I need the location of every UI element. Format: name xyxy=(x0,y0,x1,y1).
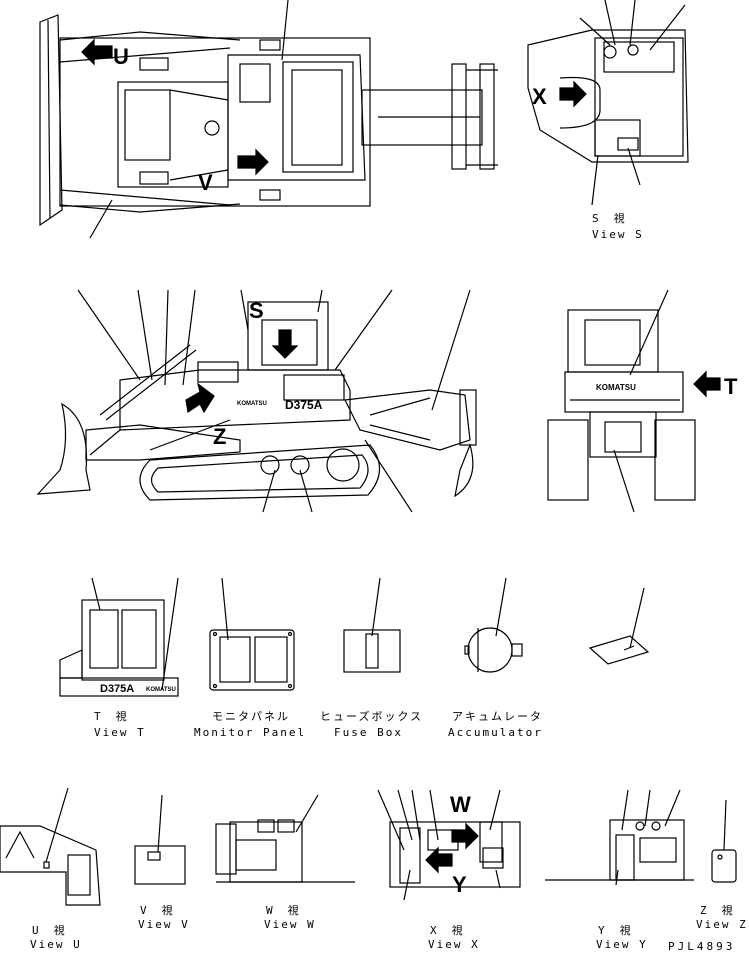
view-y-drawing xyxy=(545,819,694,881)
decal-brand-rear: KOMATSU xyxy=(596,383,636,392)
arrow-u xyxy=(81,38,113,66)
view-z-drawing xyxy=(711,849,737,883)
letter-x: X xyxy=(532,84,547,109)
side-view-drawing xyxy=(36,301,477,501)
caption-view-s-jp: S 視 xyxy=(592,212,627,225)
letter-s: S xyxy=(249,298,264,323)
caption-view-x-en: View X xyxy=(428,938,480,951)
letter-w: W xyxy=(450,792,471,817)
caption-view-u-jp: U 視 xyxy=(32,924,67,937)
decal-brand-side: KOMATSU xyxy=(237,401,267,407)
caption-view-s-en: View S xyxy=(592,228,644,241)
view-x-drawing xyxy=(389,821,521,888)
drawing-code: PJL4893 xyxy=(668,940,736,953)
caption-view-z-jp: Z 視 xyxy=(700,904,735,917)
caption-view-y-jp: Y 視 xyxy=(598,924,633,937)
accumulator-drawing xyxy=(464,627,523,673)
caption-fuse-en: Fuse Box xyxy=(334,726,403,739)
arrow-t xyxy=(693,370,721,398)
caption-view-w-jp: W 視 xyxy=(266,904,301,917)
caption-view-v-en: View V xyxy=(138,918,190,931)
caption-view-z-en: View Z xyxy=(696,918,748,931)
view-t-drawing xyxy=(547,309,696,501)
caption-fuse-jp: ヒューズボックス xyxy=(320,710,424,723)
view-v-drawing xyxy=(134,845,186,885)
arrow-z xyxy=(185,382,215,414)
caption-view-x-jp: X 視 xyxy=(430,924,465,937)
monitor-panel-drawing xyxy=(209,629,295,691)
decal-brand-t: KOMATSU xyxy=(146,687,176,693)
arrow-w xyxy=(451,822,479,850)
arrow-y xyxy=(425,846,453,874)
letter-y: Y xyxy=(452,872,467,897)
caption-view-u-en: View U xyxy=(30,938,82,951)
caption-view-w-en: View W xyxy=(264,918,316,931)
caption-accum-jp: アキュムレータ xyxy=(452,710,543,723)
arrow-s xyxy=(271,329,299,359)
view-s-drawing xyxy=(527,29,689,163)
top-view-drawing xyxy=(39,14,498,227)
fuse-box-drawing xyxy=(343,629,401,673)
arrow-x xyxy=(559,80,587,108)
arrow-v xyxy=(237,148,269,176)
caption-view-t-jp: T 視 xyxy=(94,710,129,723)
plate-drawing xyxy=(588,635,650,665)
decal-model-t: D375A xyxy=(100,683,135,695)
caption-view-y-en: View Y xyxy=(596,938,648,951)
letter-u: U xyxy=(113,44,129,69)
caption-monitor-en: Monitor Panel xyxy=(194,726,307,739)
decal-model-side: D375A xyxy=(285,398,323,412)
caption-view-t-en: View T xyxy=(94,726,146,739)
view-u-drawing xyxy=(0,825,101,906)
letter-t: T xyxy=(724,374,738,399)
view-w-drawing xyxy=(215,819,355,883)
caption-view-v-jp: V 視 xyxy=(140,904,175,917)
letter-v: V xyxy=(198,170,213,195)
caption-monitor-jp: モニタパネル xyxy=(212,710,290,723)
view-t-cab-drawing xyxy=(59,599,179,697)
caption-accum-en: Accumulator xyxy=(448,726,543,739)
letter-z: Z xyxy=(213,424,227,449)
